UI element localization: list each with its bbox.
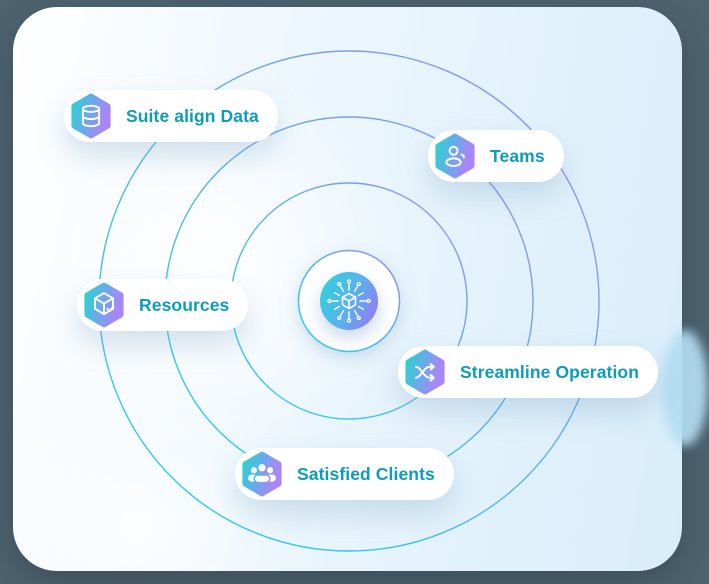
diagram-card: Suite align Data Teams Resources — [13, 7, 682, 571]
person-icon — [435, 133, 475, 179]
glow-blob — [662, 330, 708, 446]
database-icon — [71, 93, 111, 139]
node-label: Suite align Data — [126, 105, 259, 126]
network-hub-icon — [327, 279, 371, 323]
node-label: Streamline Operation — [460, 361, 639, 382]
center-hub-badge — [320, 272, 378, 330]
node-label: Satisfied Clients — [297, 463, 435, 484]
node-label: Resources — [139, 294, 230, 315]
node-satisfied-clients: Satisfied Clients — [235, 448, 454, 500]
shuffle-arrows-icon — [405, 349, 445, 395]
node-label: Teams — [490, 145, 545, 166]
users-group-icon — [242, 451, 282, 497]
node-teams: Teams — [428, 130, 564, 182]
package-check-icon — [84, 282, 124, 328]
node-resources: Resources — [77, 279, 249, 331]
node-streamline-operation: Streamline Operation — [398, 346, 658, 398]
node-suite-align-data: Suite align Data — [64, 90, 278, 142]
